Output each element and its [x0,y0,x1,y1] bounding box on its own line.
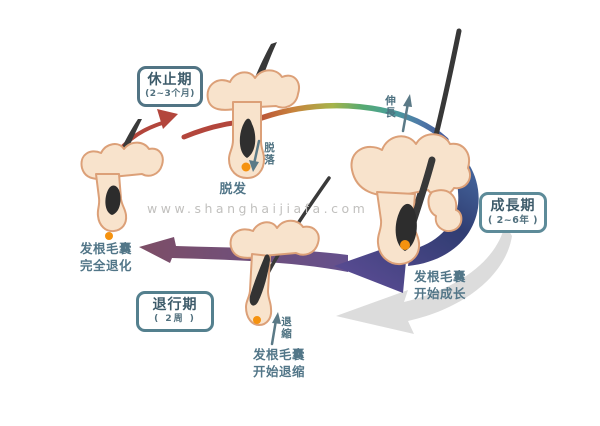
phase-box-anagen: 成長期 ( 2~6年 ) [479,192,547,234]
falling-label: 脱落 [264,142,275,166]
catagen-duration: ( 2周 ) [154,314,196,325]
shrink-up-arrow [270,312,281,346]
telogen-duration: (2~3个月) [145,89,195,100]
shedding-down-arrow [249,139,261,172]
anagen-follicle-note: 发根毛囊 开始成长 [413,269,466,301]
anagen-label: 成長期 [490,198,536,214]
catagen-follicle-note: 发根毛囊 开始退缩 [252,347,305,379]
shrinking-label: 退縮 [281,316,292,340]
phase-box-telogen: 休止期 (2~3个月) [137,66,203,107]
follicle-catagen [229,176,331,326]
follicle-anagen [350,28,472,266]
follicle-left [80,119,164,240]
elongation-label: 伸長 [385,95,396,119]
growth-up-arrow [401,94,412,133]
watermark: www.shanghaijiafa.com [147,201,369,216]
telogen-to-anagen-arc [250,102,449,143]
phase-box-catagen: 退行期 ( 2周 ) [136,291,214,332]
left-follicle-note: 发根毛囊 完全退化 [79,241,132,273]
catagen-label: 退行期 [152,297,198,313]
shedding-label: 脱发 [219,182,247,197]
anagen-duration: ( 2~6年 ) [488,215,538,227]
telogen-label: 休止期 [147,72,193,88]
shadow-arc [336,224,512,334]
